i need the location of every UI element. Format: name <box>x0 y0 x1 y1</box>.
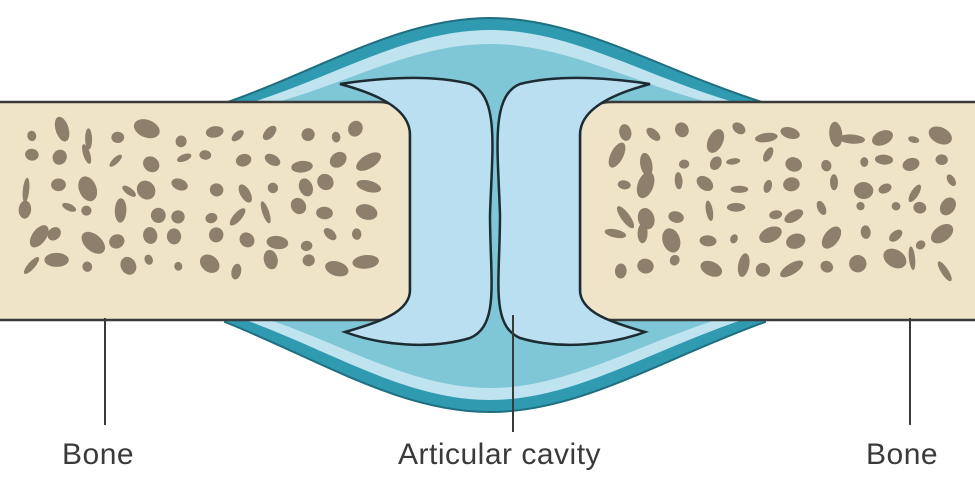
label-left-bone: Bone <box>62 440 134 470</box>
spongy-bone-spot <box>44 253 68 267</box>
spongy-bone-spot <box>731 186 749 193</box>
spongy-bone-spot <box>727 203 745 212</box>
label-right-bone: Bone <box>866 440 938 470</box>
label-articular-cavity: Articular cavity <box>398 440 601 470</box>
